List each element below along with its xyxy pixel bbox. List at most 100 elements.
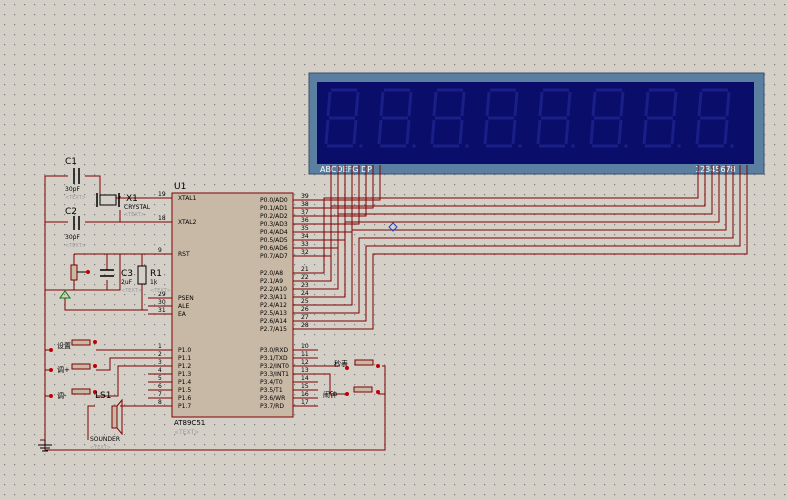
chip-pin-number: 36: [301, 217, 309, 224]
chip-pin-name: P2.3/A11: [260, 294, 287, 301]
chip-pin-name: EA: [178, 311, 187, 318]
c3-tag: <TEXT>: [121, 288, 142, 294]
button-p12[interactable]: 调-: [49, 388, 97, 400]
chip-pin-number: 21: [301, 266, 309, 273]
chip-pin-name: P3.5/T1: [260, 387, 283, 394]
chip-pin-number: 15: [301, 383, 309, 390]
button-p11-label: 调+: [57, 365, 70, 374]
chip-part: AT89C51: [174, 419, 205, 427]
chip-pin-name: P2.4/A12: [260, 302, 287, 309]
digit-6: [589, 88, 628, 148]
capacitor-c1[interactable]: C1 30pF <TEXT>: [65, 157, 86, 201]
chip-body: [171, 192, 294, 418]
chip-pin-number: 37: [301, 209, 309, 216]
chip-pin-number: 13: [301, 367, 309, 374]
chip-pin-7[interactable]: 7P1.6: [148, 391, 191, 402]
chip-pin-number: 5: [158, 375, 162, 382]
chip-pin-number: 34: [301, 233, 309, 240]
button-p11[interactable]: 调+: [49, 363, 97, 374]
chip-pin-number: 28: [301, 322, 309, 329]
chip-pin-number: 10: [301, 343, 309, 350]
chip-pin-number: 8: [158, 399, 162, 406]
chip-pin-6[interactable]: 6P1.5: [148, 383, 191, 394]
chip-pin-8[interactable]: 8P1.7: [148, 399, 191, 410]
chip-pin-number: 1: [158, 343, 162, 350]
chip-pin-name: P1.5: [178, 387, 191, 394]
chip-pin-number: 4: [158, 367, 162, 374]
chip-pin-name: P2.7/A15: [260, 326, 287, 333]
chip-pin-name: P1.1: [178, 355, 191, 362]
chip-pin-name: P1.7: [178, 403, 191, 410]
button-p10-label: 设置: [57, 341, 71, 350]
chip-pin-number: 26: [301, 306, 309, 313]
digit-4: [483, 88, 522, 148]
ground-icon: [38, 440, 52, 452]
chip-pin-3[interactable]: 3P1.2: [148, 359, 191, 370]
reset-button[interactable]: [70, 264, 90, 281]
chip-pin-name: PSEN: [178, 295, 194, 302]
chip-pin-name: P3.6/WR: [260, 395, 285, 402]
chip-pin-4[interactable]: 4P1.3: [148, 367, 191, 378]
resistor-r1[interactable]: R1 1k <TEXT>: [137, 265, 171, 294]
button-p10[interactable]: 设置: [49, 339, 97, 352]
digit-3: [430, 88, 469, 148]
microcontroller-u1[interactable]: U1 19XTAL118XTAL29RST29PSEN30ALE31EA1P1.…: [148, 182, 318, 436]
chip-pin-name: P3.7/RD: [260, 403, 284, 410]
seven-segment-display[interactable]: ABCDEFG DP 12345678: [308, 72, 765, 175]
capacitor-c2[interactable]: C2 30pF <TEXT>: [65, 207, 86, 249]
c1-tag: <TEXT>: [65, 195, 86, 201]
digit-8: [695, 88, 734, 148]
chip-pin-name: P3.4/T0: [260, 379, 283, 386]
chip-pin-5[interactable]: 5P1.4: [148, 375, 191, 386]
chip-pin-number: 32: [301, 249, 309, 256]
chip-text-tag: <TEXT>: [174, 429, 199, 436]
chip-pin-name: P3.2/INT0: [260, 363, 289, 370]
c2-tag: <TEXT>: [65, 243, 86, 249]
chip-pin-number: 2: [158, 351, 162, 358]
capacitor-c3[interactable]: C3 2uF <TEXT>: [100, 269, 142, 294]
x1-ref: X1: [126, 194, 138, 204]
chip-pin-1[interactable]: 1P1.0: [148, 343, 191, 354]
chip-pin-name: P1.4: [178, 379, 191, 386]
chip-pin-name: P0.7/AD7: [260, 253, 288, 260]
chip-pin-2[interactable]: 2P1.1: [148, 351, 191, 362]
digit-2: [377, 88, 416, 148]
sounder-ls1[interactable]: LS1 SOUNDER <TEXT>: [90, 391, 123, 451]
crystal-x1[interactable]: X1 CRYSTAL <TEXT>: [96, 193, 151, 218]
button-p33[interactable]: 秒表: [334, 359, 380, 370]
chip-pin-name: P2.6/A14: [260, 318, 287, 325]
button-p34[interactable]: 闹钟: [323, 386, 380, 399]
c3-ref: C3: [121, 269, 133, 279]
